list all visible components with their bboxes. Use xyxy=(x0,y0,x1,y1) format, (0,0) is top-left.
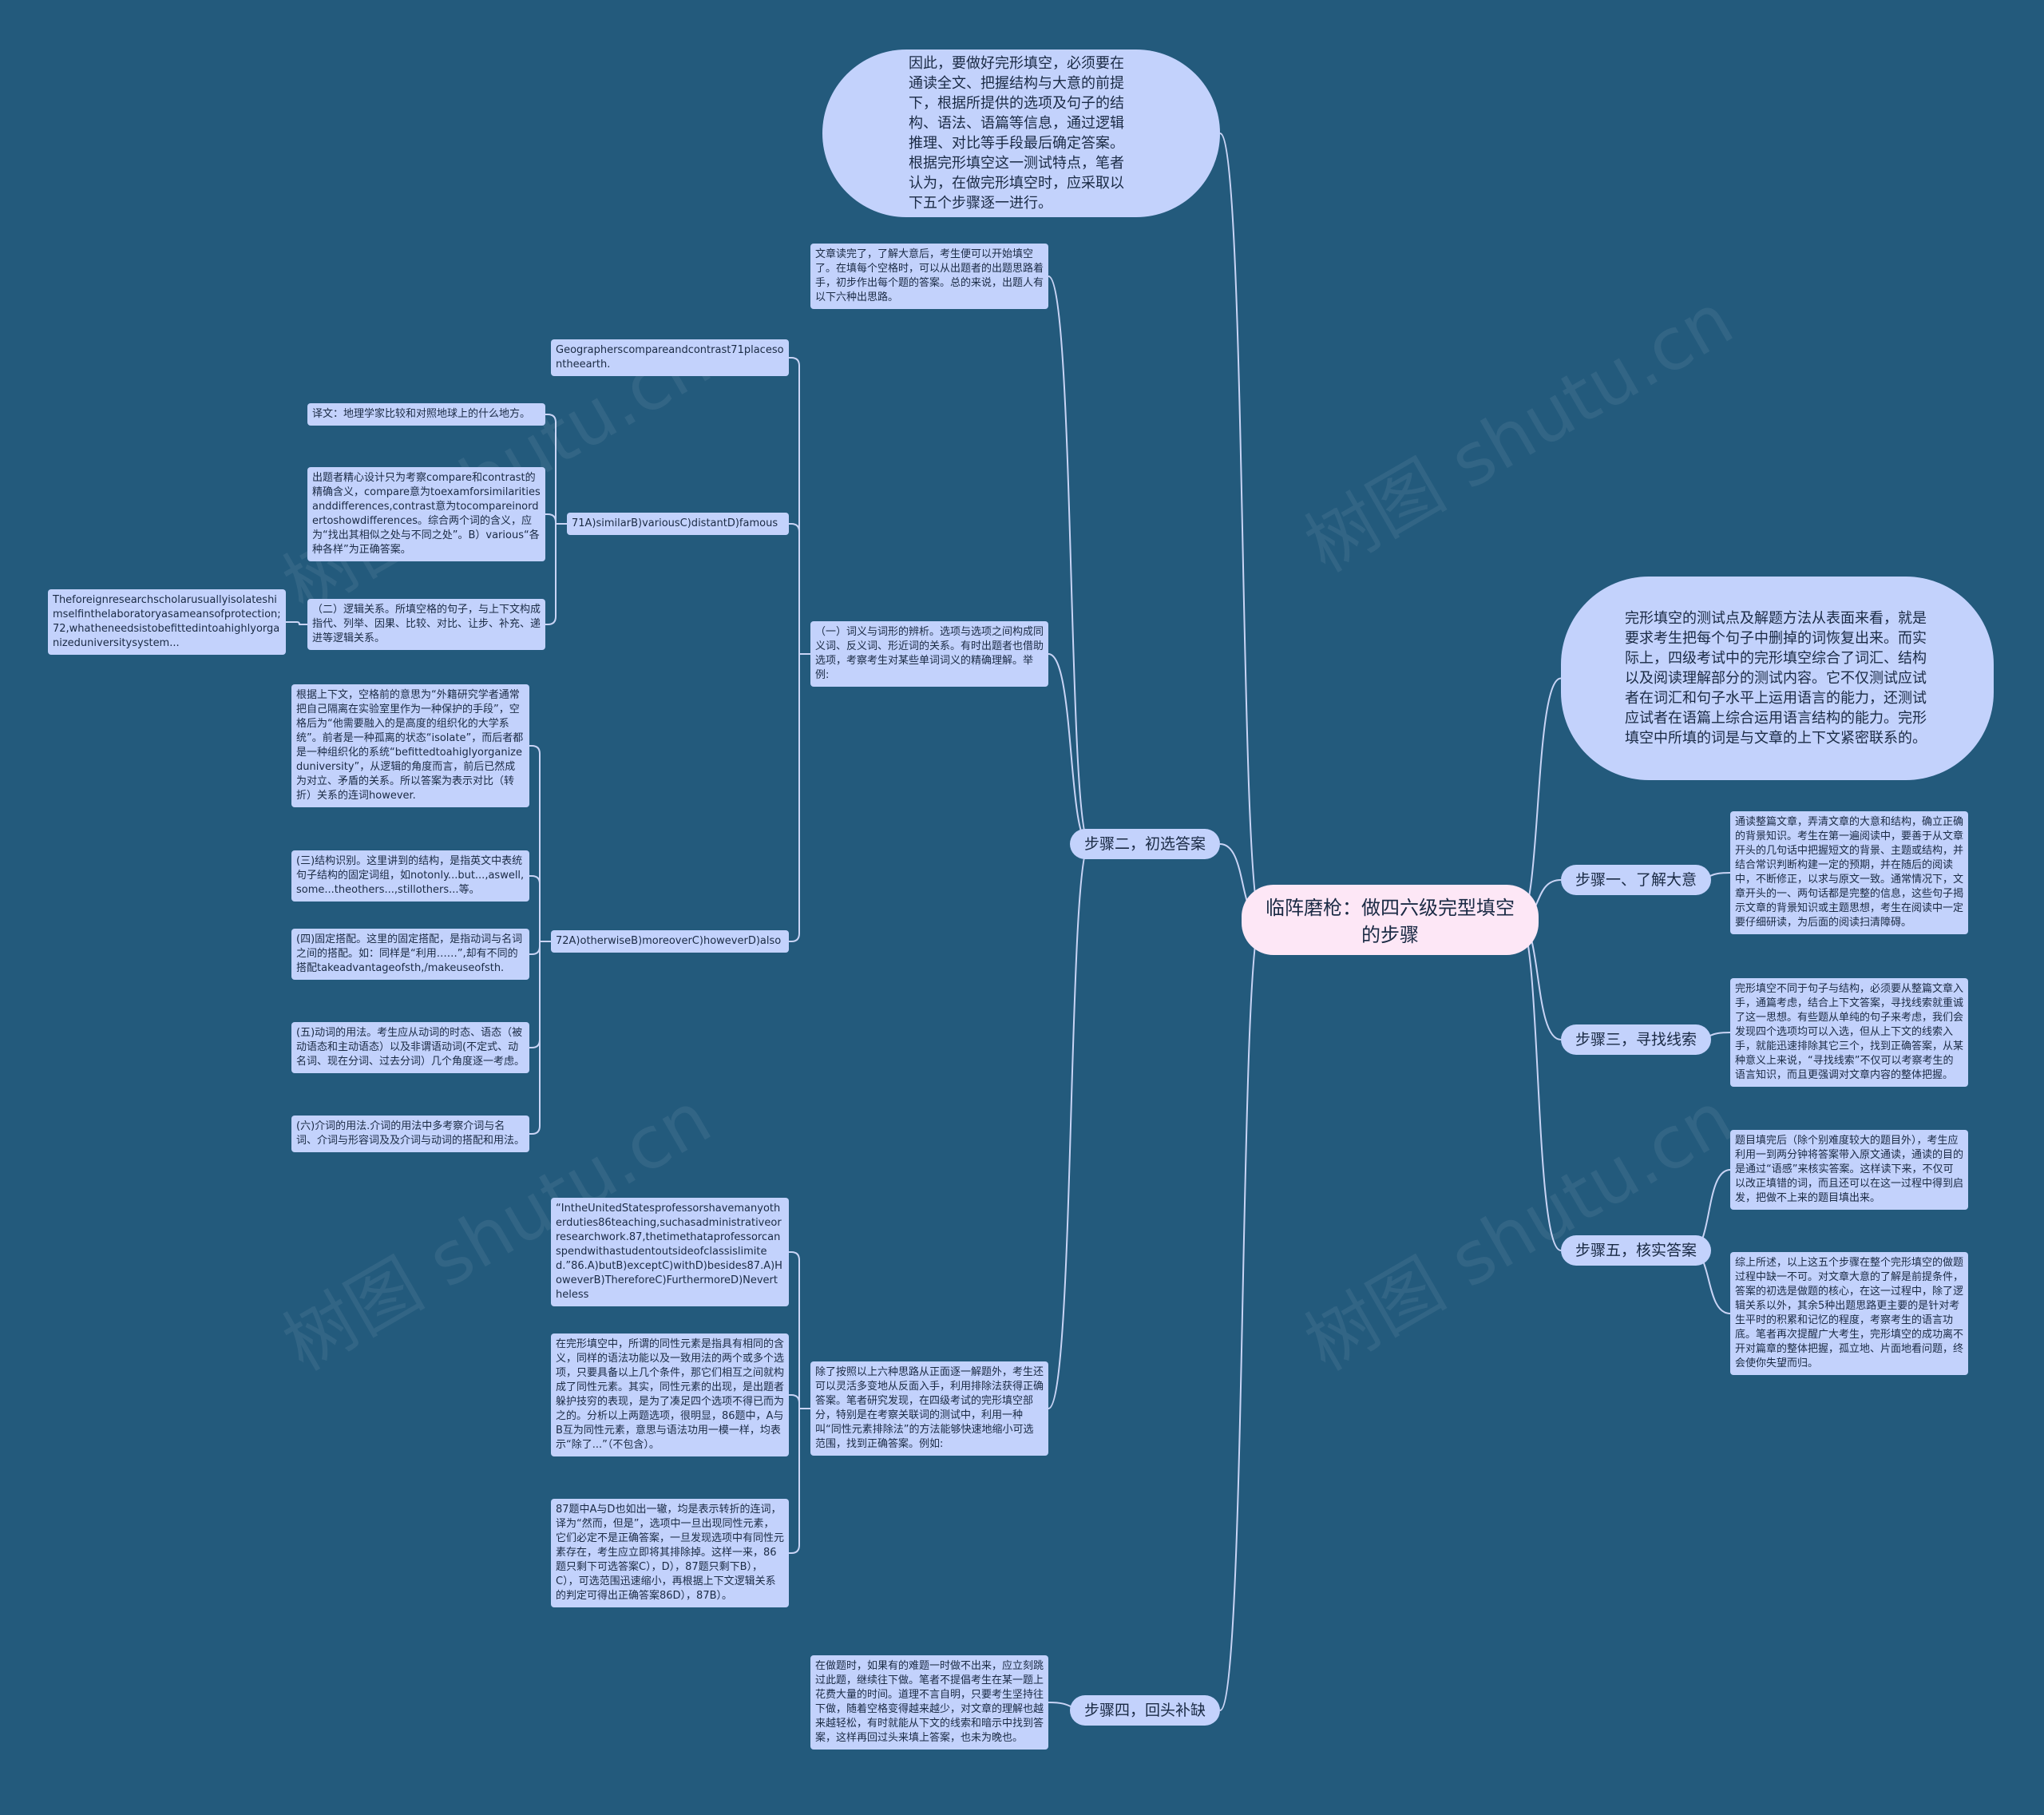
connector xyxy=(1518,677,1562,921)
connector xyxy=(1219,133,1262,921)
translation[interactable]: 译文：地理学家比较和对照地球上的什么地方。 xyxy=(307,403,545,426)
connector xyxy=(789,523,810,655)
connector xyxy=(286,621,307,625)
connector xyxy=(1048,653,1091,845)
step2-branch[interactable]: 步骤二，初选答案 xyxy=(1070,829,1221,859)
category-word-meaning[interactable]: （一）词义与词形的辨析。选项与选项之间构成同义词、反义词、形近词的关系。有时出题… xyxy=(810,621,1048,687)
connector xyxy=(789,1394,810,1409)
question-71[interactable]: 71A)similarB)variousC)distantD)famous xyxy=(567,513,789,535)
connector xyxy=(1518,919,1562,1251)
overview-text: 完形填空的测试点及解题方法从表面来看，就是要求考生把每个句子中删掉的词恢复出来。… xyxy=(1625,610,1927,747)
question-71-explanation[interactable]: 出题者精心设计只为考察compare和contrast的精确含义，compare… xyxy=(307,467,545,561)
step2-intro[interactable]: 文章读完了，了解大意后，考生便可以开始填空了。在填每个空格时，可以从出题者的出题… xyxy=(810,244,1048,309)
step1-detail[interactable]: 通读整篇文章，弄清文章的大意和结构，确立正确的背景知识。考生在第一遍阅读中，要善… xyxy=(1730,811,1968,934)
step1-branch[interactable]: 步骤一、了解大意 xyxy=(1561,865,1712,895)
overview-node[interactable]: 完形填空的测试点及解题方法从表面来看，就是要求考生把每个句子中删掉的词恢复出来。… xyxy=(1561,577,1994,780)
category-logic[interactable]: （二）逻辑关系。所填空格的句子，与上下文构成指代、列举、因果、比较、对比、让步、… xyxy=(307,599,545,650)
answer-87-explanation[interactable]: 87题中A与D也如出一辙，均是表示转折的连词，译为“然而，但是”，选项中一旦出现… xyxy=(551,1499,789,1607)
intro-text: 因此，要做好完形填空，必须要在通读全文、把握结构与大意的前提下，根据所提供的选项… xyxy=(909,55,1124,212)
exclusion-method[interactable]: 除了按照以上六种思路从正面逐一解题外，考生还可以灵活多变地从反面入手，利用排除法… xyxy=(810,1361,1048,1456)
example-86-87[interactable]: “IntheUnitedStatesprofessorshavemanyothe… xyxy=(551,1198,789,1306)
connector xyxy=(1048,275,1091,845)
step4-detail[interactable]: 在做题时，如果有的难题一时做不出来，应立刻跳过此题，继续往下做。笔者不提倡考生在… xyxy=(810,1655,1048,1750)
connector xyxy=(789,1251,810,1409)
geo-sentence[interactable]: Geographerscompareandcontrast71placesont… xyxy=(551,339,789,376)
step3-branch[interactable]: 步骤三，寻找线索 xyxy=(1561,1024,1712,1055)
connector xyxy=(545,513,567,525)
category-structure[interactable]: (三)结构识别。这里讲到的结构，是指英文中表统句子结构的固定词组，如notonl… xyxy=(291,850,529,902)
connector xyxy=(1219,919,1262,1711)
root-topic[interactable]: 临阵磨枪：做四六级完型填空的步骤 xyxy=(1242,885,1539,955)
category-fixed-collocation[interactable]: (四)固定搭配。这里的固定搭配，是指动词与名词之间的搭配。如：同样是“利用……”… xyxy=(291,929,529,980)
intro-node[interactable]: 因此，要做好完形填空，必须要在通读全文、把握结构与大意的前提下，根据所提供的选项… xyxy=(822,50,1220,217)
step5-branch[interactable]: 步骤五，核实答案 xyxy=(1561,1235,1712,1266)
same-element-explanation[interactable]: 在完形填空中，所谓的同性元素是指具有相同的含义，同样的语法功能以及一致用法的两个… xyxy=(551,1334,789,1456)
foreign-scholar-sentence[interactable]: Theforeignresearchscholarusuallyisolates… xyxy=(48,589,286,655)
category-verb-usage[interactable]: (五)动词的用法。考生应从动词的时态、语态（被动语态和主动语态）以及非谓语动词(… xyxy=(291,1022,529,1073)
connector xyxy=(789,653,810,942)
connector xyxy=(529,875,551,942)
connector xyxy=(529,941,551,1135)
connector xyxy=(789,1408,810,1554)
step3-detail[interactable]: 完形填空不同于句子与结构，必须要从整篇文章入手，通篇考虑，结合上下文答案，寻找线… xyxy=(1730,978,1968,1087)
connector xyxy=(529,745,551,942)
question-72[interactable]: 72A)otherwiseB)moreoverC)howeverD)also xyxy=(551,930,789,953)
question-72-explanation[interactable]: 根据上下文，空格前的意思为“外籍研究学者通常把自己隔离在实验室里作为一种保护的手… xyxy=(291,684,529,807)
connector xyxy=(789,357,810,655)
connector xyxy=(1048,843,1091,1409)
step5-detail-summary[interactable]: 综上所述，以上这五个步骤在整个完形填空的做题过程中缺一不可。对文章大意的了解是前… xyxy=(1730,1252,1968,1375)
step5-detail-check[interactable]: 题目填完后（除个别难度较大的题目外），考生应利用一到两分钟将答案带入原文通读，通… xyxy=(1730,1130,1968,1210)
connector xyxy=(545,414,567,525)
connector xyxy=(545,523,567,625)
step4-branch[interactable]: 步骤四，回头补缺 xyxy=(1070,1695,1221,1726)
category-preposition[interactable]: (六)介词的用法.介词的用法中多考察介词与名词、介词与形容词及及介词与动词的搭配… xyxy=(291,1116,529,1152)
